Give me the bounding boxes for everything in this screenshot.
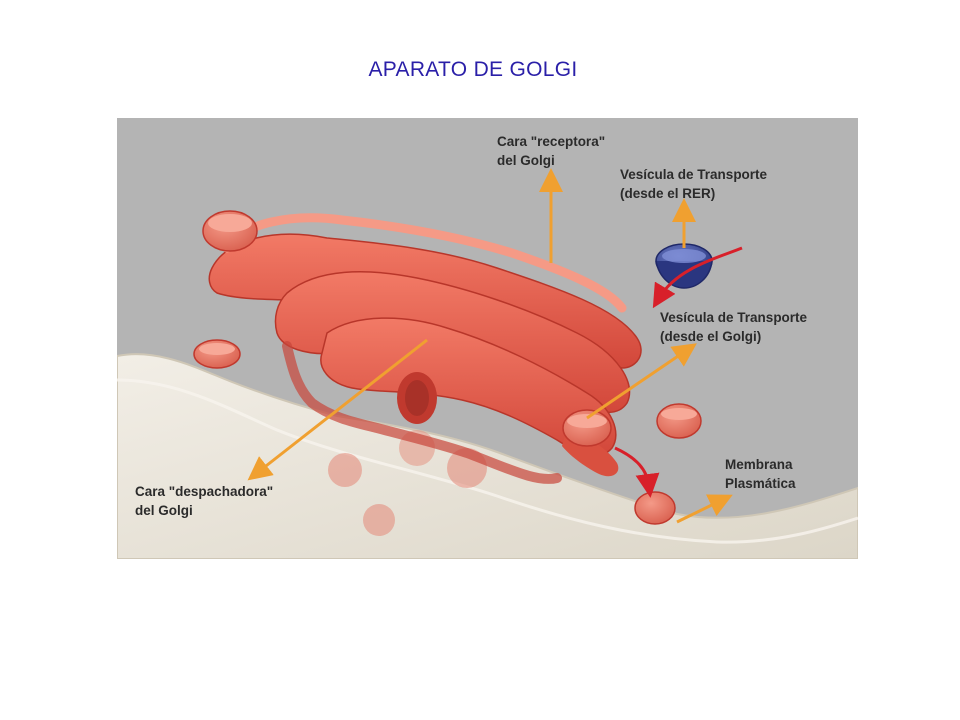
cis-vesicles (193, 210, 258, 369)
label-golgi-vesicle-line2: (desde el Golgi) (660, 329, 761, 344)
arrow-membrane (676, 494, 733, 524)
arrow-golgi-vesicle (586, 343, 697, 420)
flow-arrow-exocytosis (614, 446, 660, 498)
golgi-diagram: Cara "receptora" del Golgi Vesícula de T… (117, 118, 858, 559)
flow-arrow-rer (652, 246, 743, 309)
label-trans-face-line2: del Golgi (135, 503, 193, 518)
slide-title: APARATO DE GOLGI (368, 58, 578, 81)
rer-transport-vesicle (655, 243, 713, 289)
label-rer-vesicle-line1: Vesícula de Transporte (620, 167, 768, 182)
label-golgi-vesicle-line1: Vesícula de Transporte (660, 310, 808, 325)
arrow-trans-face (247, 338, 428, 481)
label-cis-face-line1: Cara "receptora" (497, 134, 605, 149)
golgi-illustration: Cara "receptora" del Golgi Vesícula de T… (117, 118, 858, 559)
label-membrane-line1: Membrana (725, 457, 793, 472)
label-cis-face-line2: del Golgi (497, 153, 555, 168)
label-trans-face-line1: Cara "despachadora" (135, 484, 273, 499)
label-membrane-line2: Plasmática (725, 476, 796, 491)
golgi-cisternae (208, 213, 642, 484)
label-rer-vesicle-line2: (desde el RER) (620, 186, 715, 201)
